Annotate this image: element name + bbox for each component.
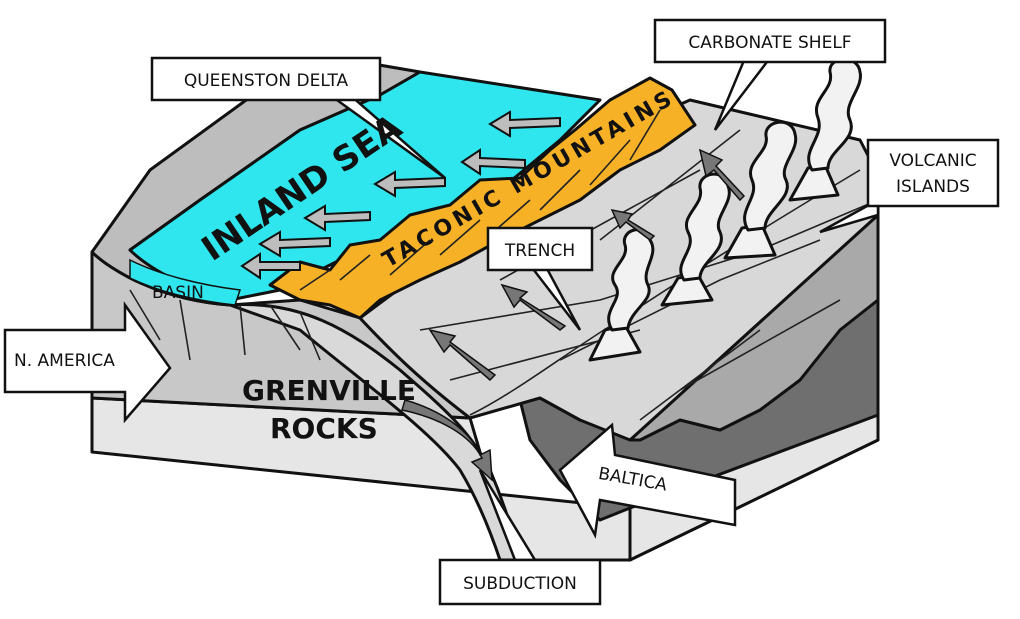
arrow-icon [428,148,746,382]
volcanic-islands-box [866,138,1000,208]
volcanic-islands-label-1: VOLCANIC [889,151,976,171]
basin-strip [129,258,242,306]
volcanic-island-2 [660,172,731,307]
carbonate-shelf-box [653,18,887,64]
volcanic-islands-label-2: ISLANDS [896,177,970,197]
mountain-ridges [299,109,661,291]
arrow-icon [240,110,561,280]
right-face-lower [628,413,880,562]
volcanic-plume-icon [607,228,655,332]
trench-label: TRENCH [504,241,575,261]
subduction-box [438,558,602,606]
baltica-arrow [558,422,737,539]
grenville-label-1: GRENVILLE [242,374,416,407]
basin-label: BASIN [152,283,204,303]
queenston-delta-label: QUEENSTON DELTA [184,71,349,91]
n-america-arrow [3,301,172,424]
grenville-label-2: ROCKS [270,412,378,445]
carbonate-shelf-label: CARBONATE SHELF [688,33,851,53]
volcanic-island-1 [588,228,655,362]
crust-fractures [129,289,321,361]
trench-box [486,226,594,272]
volcanic-island-3 [723,120,798,260]
n-america-label: N. AMERICA [14,351,115,371]
volcanic-plume-icon [743,120,798,232]
taconic-mountains [268,76,697,320]
queenston-delta-box [150,56,382,102]
volcanic-plume-icon [679,172,731,282]
subduction-label: SUBDUCTION [463,574,577,594]
volcanic-leader [819,197,880,234]
